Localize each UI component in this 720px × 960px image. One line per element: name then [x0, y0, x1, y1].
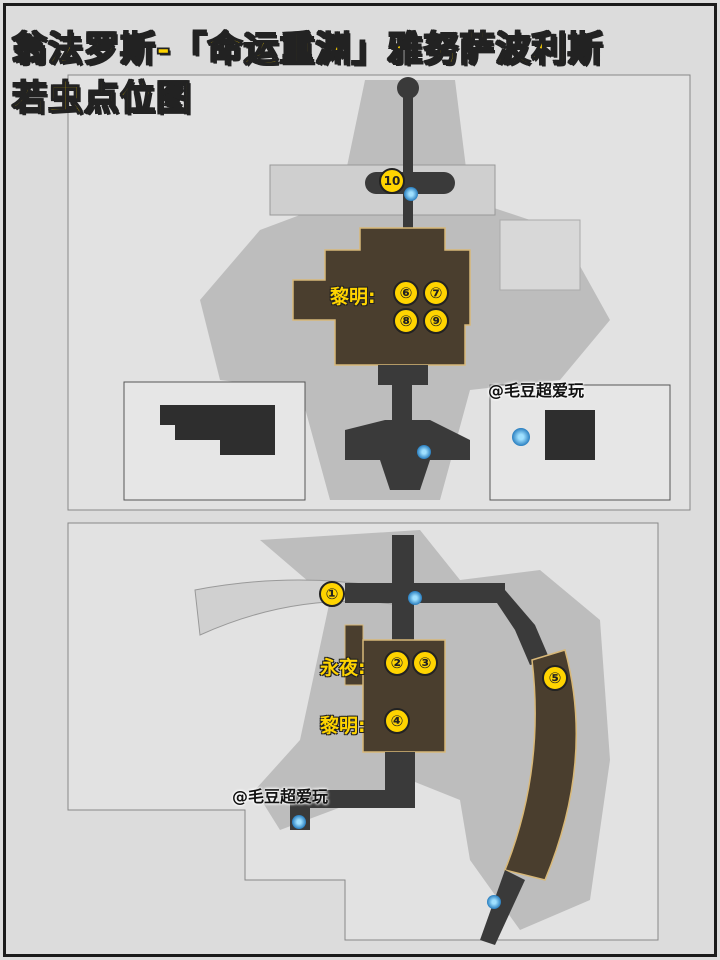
marker-7: ⑦: [423, 280, 449, 306]
image-frame: [3, 3, 717, 957]
marker-10: 10: [379, 168, 405, 194]
teleport-icon: [408, 591, 422, 605]
teleport-icon: [417, 445, 431, 459]
marker-8: ⑧: [393, 308, 419, 334]
teleport-icon: [292, 815, 306, 829]
tower-node: [397, 77, 419, 99]
marker-1: ①: [319, 581, 345, 607]
watermark-lower: @毛豆超爱玩: [232, 787, 329, 806]
marker-3: ③: [412, 650, 438, 676]
dawn-label-lower: 黎明:: [320, 715, 366, 737]
north-corridor: [403, 95, 413, 230]
title-line-2: 若虫点位图: [11, 79, 193, 119]
marker-5: ⑤: [542, 665, 568, 691]
marker-9: ⑨: [423, 308, 449, 334]
teleport-icon: [512, 428, 530, 446]
teleport-icon: [404, 187, 418, 201]
south-structure: [345, 420, 470, 490]
title-line-1: 翁法罗斯-「命运重渊」雅努萨波利斯: [11, 30, 604, 70]
night-label: 永夜:: [320, 657, 366, 679]
marker-6: ⑥: [393, 280, 419, 306]
marker-2: ②: [384, 650, 410, 676]
dawn-arc-area: [503, 649, 577, 881]
watermark-upper: @毛豆超爱玩: [488, 381, 585, 400]
dawn-label-upper: 黎明:: [330, 286, 376, 308]
teleport-icon: [487, 895, 501, 909]
dawn-area-upper: [292, 227, 471, 366]
marker-4: ④: [384, 708, 410, 734]
